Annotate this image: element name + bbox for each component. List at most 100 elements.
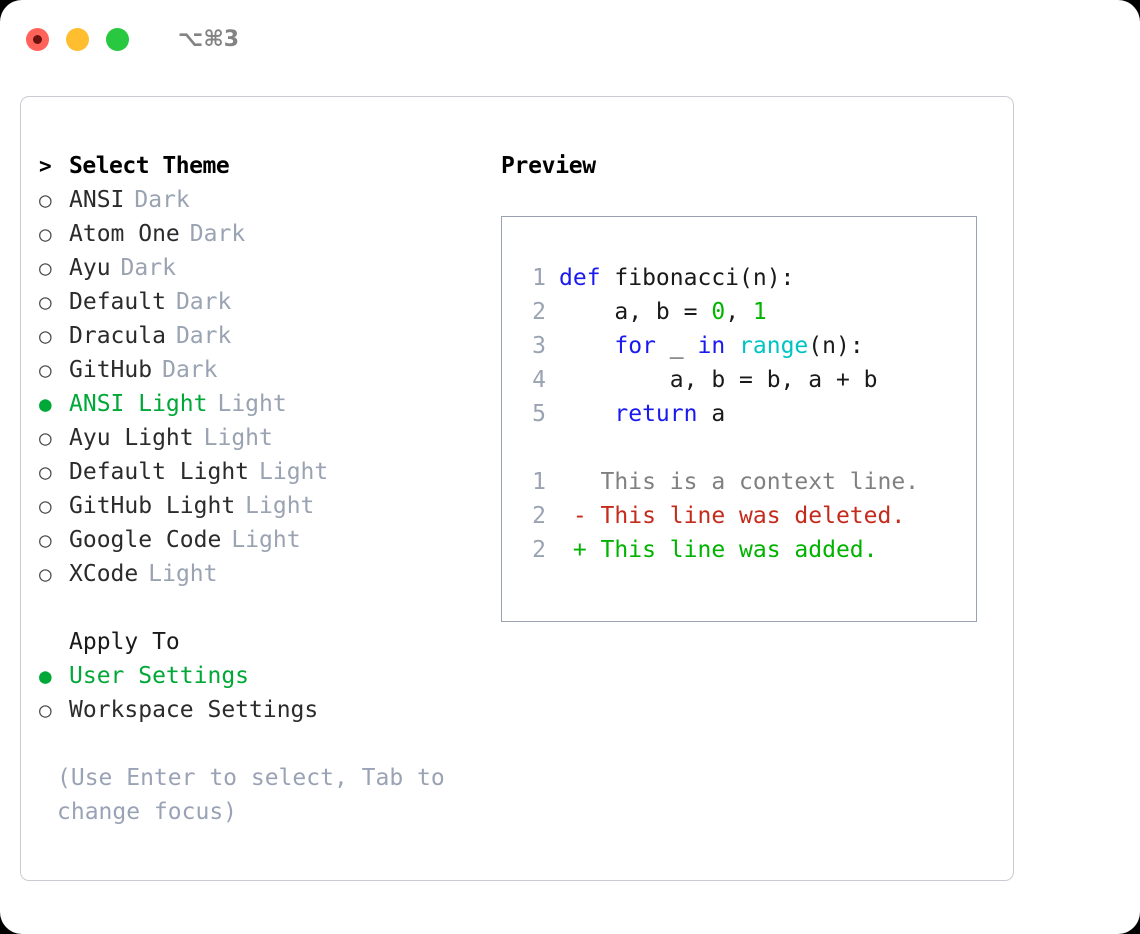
- keyboard-shortcut-label: ⌥⌘3: [178, 26, 240, 52]
- radio-unselected-icon: ○: [39, 188, 52, 212]
- preview-spacer: [520, 431, 976, 465]
- radio-unselected-icon: ○: [39, 698, 52, 722]
- code-token-plain: [559, 333, 614, 359]
- theme-mode-label: Dark: [120, 255, 176, 281]
- code-line: 3 for _ in range(n):: [520, 329, 976, 363]
- title-bar: ⌥⌘3: [0, 0, 1140, 78]
- minimize-button[interactable]: [66, 27, 89, 51]
- prompt-caret-icon: >: [39, 154, 52, 178]
- code-token-plain: _: [655, 333, 698, 359]
- maximize-button[interactable]: [106, 27, 129, 51]
- select-theme-header: > Select Theme: [39, 149, 501, 183]
- theme-name-label: Dracula: [69, 323, 166, 349]
- code-token-plain: a, b = b, a + b: [559, 367, 878, 393]
- radio-unselected-icon: ○: [39, 324, 52, 348]
- apply-to-list[interactable]: ●User Settings ○ Workspace Settings: [39, 659, 501, 727]
- diff-line-number: 2: [532, 537, 546, 563]
- theme-list-item[interactable]: ● ANSI Light Light: [39, 387, 501, 421]
- code-token-kw: for: [614, 333, 656, 359]
- preview-box: 1 def fibonacci(n): 2 a, b = 0, 1 3 for _ i…: [501, 216, 977, 622]
- theme-mode-label: Dark: [175, 323, 232, 349]
- radio-unselected-icon: ○: [39, 528, 52, 552]
- theme-list-item[interactable]: ○ Dracula Dark: [39, 319, 501, 353]
- theme-name-label: Ayu: [69, 255, 111, 281]
- code-preview-block: 1 def fibonacci(n): 2 a, b = 0, 1 3 for _ i…: [520, 261, 976, 431]
- radio-selected-icon: ●: [39, 392, 52, 416]
- theme-mode-label: Light: [217, 391, 287, 417]
- theme-name-label: GitHub Light: [69, 493, 236, 519]
- close-button[interactable]: [26, 27, 49, 51]
- theme-mode-label: Dark: [175, 289, 232, 315]
- radio-unselected-icon: ○: [39, 290, 52, 314]
- code-line-number: 5: [532, 401, 546, 427]
- code-token-num: 0: [711, 299, 726, 325]
- code-token-plain: [725, 333, 739, 359]
- select-theme-label: Select Theme: [69, 153, 230, 179]
- theme-list-item[interactable]: ○ Default Light Light: [39, 455, 501, 489]
- code-line-number: 1: [532, 265, 546, 291]
- theme-list-item[interactable]: ○ GitHub Light Light: [39, 489, 501, 523]
- radio-unselected-icon: ○: [39, 460, 52, 484]
- code-token-plain: a, b =: [559, 299, 712, 325]
- theme-name-label: GitHub: [69, 357, 153, 383]
- theme-mode-label: Light: [148, 561, 218, 587]
- code-line-number: 3: [532, 333, 546, 359]
- code-line: 4 a, b = b, a + b: [520, 363, 976, 397]
- radio-selected-icon: ●: [39, 664, 52, 688]
- section-spacer: [39, 591, 501, 625]
- apply-to-option[interactable]: ●User Settings: [39, 659, 501, 693]
- apply-to-option[interactable]: ○ Workspace Settings: [39, 693, 501, 727]
- theme-name-label: Ayu Light: [69, 425, 194, 451]
- diff-line-number: 2: [532, 503, 546, 529]
- theme-name-label: ANSI Light: [69, 391, 208, 417]
- theme-name-label: Default Light: [69, 459, 250, 485]
- radio-unselected-icon: ○: [39, 494, 52, 518]
- apply-to-label: Apply To: [69, 629, 180, 655]
- code-line-number: 4: [532, 367, 546, 393]
- theme-name-label: Google Code: [69, 527, 222, 553]
- code-token-fn: range: [739, 333, 809, 359]
- code-token-plain: a: [697, 401, 726, 427]
- theme-mode-label: Dark: [134, 187, 190, 213]
- diff-line-text-context: This is a context line.: [559, 469, 920, 495]
- radio-unselected-icon: ○: [39, 222, 52, 246]
- theme-list-item[interactable]: ○ Default Dark: [39, 285, 501, 319]
- theme-list-item[interactable]: ○ Ayu Dark: [39, 251, 501, 285]
- theme-mode-label: Dark: [162, 357, 218, 383]
- theme-list-item[interactable]: ○ Google Code Light: [39, 523, 501, 557]
- radio-unselected-icon: ○: [39, 426, 52, 450]
- theme-mode-label: Light: [259, 459, 329, 485]
- theme-mode-label: Light: [245, 493, 315, 519]
- code-token-num: 1: [752, 299, 767, 325]
- apply-to-header: Apply To: [39, 625, 501, 659]
- radio-unselected-icon: ○: [39, 256, 52, 280]
- theme-name-label: Default: [69, 289, 166, 315]
- diff-preview-block: 1 This is a context line.2 - This line w…: [520, 465, 976, 567]
- traffic-light-group: [26, 27, 129, 51]
- preview-title: Preview: [501, 153, 596, 179]
- code-token-kw: def: [559, 265, 601, 291]
- diff-line-text-add: + This line was added.: [559, 537, 878, 563]
- theme-mode-label: Light: [231, 527, 301, 553]
- code-token-kw: in: [697, 333, 726, 359]
- code-token-plain: ,: [725, 299, 753, 325]
- diff-line: 1 This is a context line.: [520, 465, 976, 499]
- diff-line: 2 + This line was added.: [520, 533, 976, 567]
- code-line-number: 2: [532, 299, 546, 325]
- code-line: 1 def fibonacci(n):: [520, 261, 976, 295]
- apply-to-option-label: Workspace Settings: [69, 697, 319, 723]
- code-token-plain: fibonacci(n):: [600, 265, 795, 291]
- code-token-plain: [559, 401, 614, 427]
- theme-name-label: XCode: [69, 561, 139, 587]
- theme-name-label: Atom One: [69, 221, 180, 247]
- code-token-kw: return: [614, 401, 698, 427]
